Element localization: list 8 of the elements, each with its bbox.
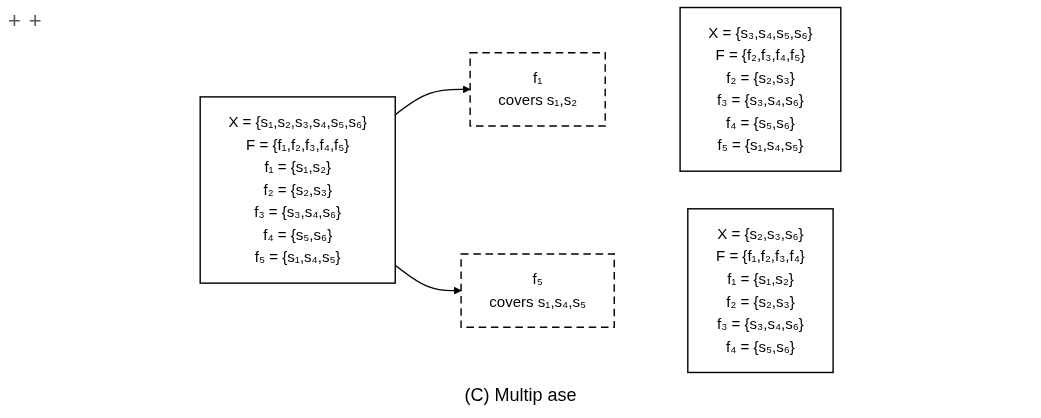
- caption: (C) Multip ase: [464, 385, 577, 405]
- node-box: [679, 6, 842, 172]
- node-box: [460, 253, 615, 329]
- plus-sign: +: [8, 8, 21, 33]
- node-box: [199, 96, 396, 284]
- node-box: [469, 51, 606, 127]
- plus-sign: +: [28, 8, 42, 33]
- node-box: [687, 208, 834, 374]
